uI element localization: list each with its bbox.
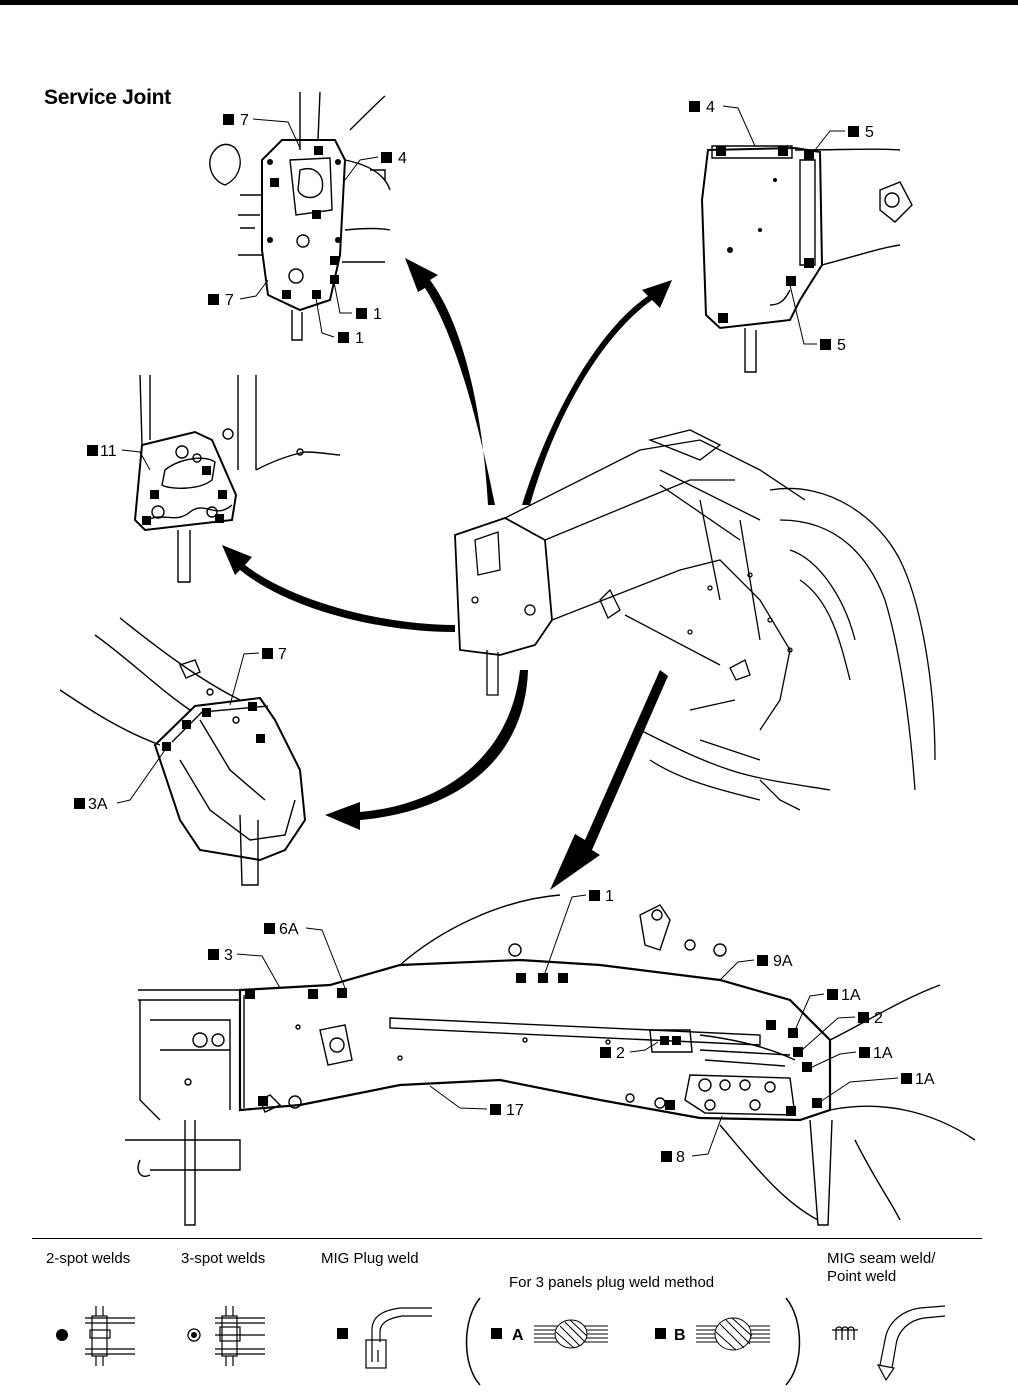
plug-weld-icon xyxy=(356,308,367,319)
arrow-to-middle-left xyxy=(222,545,455,632)
two-spot-weld-diagram-icon xyxy=(85,1306,135,1366)
arrow-to-top-right xyxy=(522,280,672,505)
detail-middle-left-welds xyxy=(142,466,227,525)
spot-weld-3-icon xyxy=(187,1328,201,1342)
label-3: 3 xyxy=(224,947,233,964)
label-8: 8 xyxy=(676,1149,685,1166)
legend-mig-plug-label: MIG Plug weld xyxy=(321,1250,419,1267)
legend-symbols: A B xyxy=(56,1297,946,1386)
label-4: 4 xyxy=(706,99,715,116)
label-1a: 1A xyxy=(873,1045,893,1062)
detail-lower-left-welds xyxy=(162,702,265,751)
method-a-diagram-icon xyxy=(534,1319,608,1349)
spot-weld-2-icon xyxy=(56,1329,68,1341)
close-parenthesis-icon xyxy=(785,1297,801,1386)
legend-mig-seam-label: MIG seam weld/ Point weld xyxy=(827,1250,935,1286)
mig-seam-weld-icon xyxy=(832,1326,858,1340)
method-b-label: B xyxy=(674,1327,686,1344)
plug-weld-icon xyxy=(338,332,349,343)
plug-weld-icon xyxy=(820,339,831,350)
label-1: 1 xyxy=(605,888,614,905)
top-right-labels: 4 5 5 xyxy=(689,99,874,354)
arrow-to-top-left xyxy=(405,258,495,505)
detail-bottom-welds xyxy=(245,973,822,1116)
legend-mig-seam-line1: MIG seam weld/ xyxy=(827,1250,936,1267)
label-5: 5 xyxy=(865,124,874,141)
label-1a: 1A xyxy=(915,1071,935,1088)
plug-weld-icon xyxy=(858,1012,869,1023)
label-2: 2 xyxy=(874,1010,883,1027)
plug-weld-icon xyxy=(859,1047,870,1058)
legend-three-spot-label: 3-spot welds xyxy=(181,1250,266,1267)
middle-left-labels: 11 xyxy=(87,443,151,471)
label-7: 7 xyxy=(240,112,249,129)
plug-weld-icon xyxy=(589,890,600,901)
plug-weld-icon xyxy=(901,1073,912,1084)
legend-two-spot-label: 2-spot welds xyxy=(46,1250,131,1267)
plug-weld-icon xyxy=(381,152,392,163)
label-6a: 6A xyxy=(279,921,299,938)
plug-weld-icon xyxy=(87,445,98,456)
label-17: 17 xyxy=(506,1102,524,1119)
plug-weld-icon xyxy=(208,949,219,960)
top-left-labels: 7 4 7 1 1 xyxy=(208,112,407,347)
detail-lower-left xyxy=(59,617,307,886)
detail-top-right-welds xyxy=(716,146,814,323)
detail-bottom xyxy=(125,894,976,1226)
bottom-labels: 1 6A 3 9A 1A 2 1A 1A 2 17 8 xyxy=(208,888,935,1166)
plug-weld-icon xyxy=(655,1328,666,1339)
arrow-to-bottom xyxy=(550,670,668,890)
plug-weld-icon xyxy=(264,923,275,934)
point-weld-torch-icon xyxy=(876,1305,946,1382)
plug-weld-icon xyxy=(689,101,700,112)
plug-weld-icon xyxy=(491,1328,502,1339)
detail-top-left xyxy=(209,91,391,341)
lower-left-labels: 7 3A xyxy=(74,646,287,813)
plug-weld-icon xyxy=(827,989,838,1000)
plug-weld-icon xyxy=(661,1151,672,1162)
method-a-label: A xyxy=(512,1327,524,1344)
plug-weld-icon xyxy=(848,126,859,137)
legend-divider xyxy=(32,1238,982,1239)
callout-arrows xyxy=(222,258,672,890)
method-b-diagram-icon xyxy=(696,1317,770,1351)
plug-weld-icon xyxy=(208,294,219,305)
label-9a: 9A xyxy=(773,953,793,970)
plug-weld-icon xyxy=(337,1328,348,1339)
plug-weld-icon xyxy=(757,955,768,966)
plug-weld-icon xyxy=(223,114,234,125)
label-1: 1 xyxy=(355,330,364,347)
three-spot-weld-diagram-icon xyxy=(215,1306,265,1366)
plug-weld-icon xyxy=(74,798,85,809)
mig-plug-weld-diagram-icon xyxy=(365,1307,432,1369)
top-border-bar xyxy=(0,0,1018,5)
legend-mig-seam-line2: Point weld xyxy=(827,1268,897,1285)
label-2: 2 xyxy=(616,1045,625,1062)
label-1: 1 xyxy=(373,306,382,323)
open-parenthesis-icon xyxy=(465,1297,481,1386)
label-11: 11 xyxy=(100,443,117,460)
label-7: 7 xyxy=(225,292,234,309)
page-title: Service Joint xyxy=(44,86,171,109)
label-1a: 1A xyxy=(841,987,861,1004)
plug-weld-icon xyxy=(262,648,273,659)
plug-weld-icon xyxy=(600,1047,611,1058)
arrow-to-lower-left xyxy=(325,670,528,830)
label-3a: 3A xyxy=(88,796,108,813)
plug-weld-icon xyxy=(490,1104,501,1115)
detail-middle-left xyxy=(133,374,341,583)
legend-three-panels-label: For 3 panels plug weld method xyxy=(509,1274,715,1291)
detail-top-left-welds xyxy=(267,146,341,299)
label-5: 5 xyxy=(837,337,846,354)
label-7: 7 xyxy=(278,646,287,663)
overview-assembly xyxy=(454,429,936,811)
label-4: 4 xyxy=(398,150,407,167)
